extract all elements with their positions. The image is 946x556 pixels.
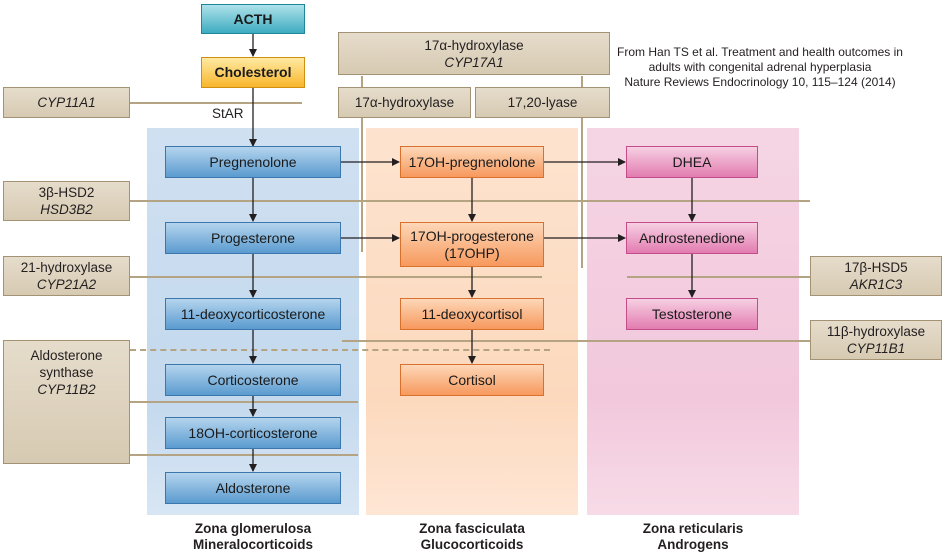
cyp17a1-gene: CYP17A1 <box>444 54 504 70</box>
cholesterol-label: Cholesterol <box>214 64 292 80</box>
cholesterol-node: Cholesterol <box>201 57 305 88</box>
zona-reticularis-caption: Zona reticularis Androgens <box>587 521 799 553</box>
aldosterone-node: Aldosterone <box>165 472 341 504</box>
cyp11b1-box: 11β-hydroxylase CYP11B1 <box>810 320 942 360</box>
cyp17a1-box: 17α-hydroxylase CYP17A1 <box>338 32 610 75</box>
cyp11b1-name: 11β-hydroxylase <box>826 324 926 339</box>
hydroxylase-17-label: 17α-hydroxylase <box>354 95 455 110</box>
aldo-synthase-line-1 <box>130 401 358 403</box>
cyp21a2-line-left <box>130 276 542 278</box>
oh-progesterone-abbrev: (17OHP) <box>444 244 500 261</box>
hsd17b5-gene: AKR1C3 <box>849 277 903 292</box>
deoxycortisol-label: 11-deoxycortisol <box>421 305 523 322</box>
oh-corticosterone-node: 18OH-corticosterone <box>165 417 341 449</box>
androgens-label: Androgens <box>657 537 729 552</box>
zona-glomerulosa-caption: Zona glomerulosa Mineralocorticoids <box>147 521 359 553</box>
lyase-box: 17,20-lyase <box>475 87 610 118</box>
cyp21a2-name: 21-hydroxylase <box>20 260 113 275</box>
progesterone-node: Progesterone <box>165 222 341 254</box>
corticosterone-node: Corticosterone <box>165 364 341 396</box>
dhea-node: DHEA <box>626 146 758 178</box>
hsd17b5-line <box>627 276 810 278</box>
cyp17a1-vertical-right <box>581 76 583 268</box>
acth-label: ACTH <box>233 10 273 27</box>
zona-fasciculata-name: Zona fasciculata <box>419 521 525 536</box>
pregnenolone-node: Pregnenolone <box>165 146 341 178</box>
credit-line-1: From Han TS et al. Treatment and health … <box>617 45 903 59</box>
cyp17a1-name: 17α-hydroxylase <box>424 37 524 53</box>
cyp11b1-dashed-line <box>130 349 550 351</box>
aldosterone-synthase-name-2: synthase <box>39 365 94 380</box>
hsd17b5-box: 17β-HSD5 AKR1C3 <box>810 256 942 296</box>
oh-pregnenolone-node: 17OH-pregnenolone <box>400 146 544 178</box>
zona-glomerulosa-name: Zona glomerulosa <box>194 521 312 536</box>
star-label: StAR <box>212 106 244 121</box>
hsd3b2-line <box>130 200 810 202</box>
deoxycorticosterone-node: 11-deoxycorticosterone <box>165 298 341 330</box>
progesterone-label: Progesterone <box>210 229 296 246</box>
hsd3b2-name: 3β-HSD2 <box>38 185 95 200</box>
cortisol-label: Cortisol <box>448 371 496 388</box>
source-credit: From Han TS et al. Treatment and health … <box>600 45 920 90</box>
oh-pregnenolone-label: 17OH-pregnenolone <box>408 153 536 170</box>
cyp11a1-gene: CYP11A1 <box>37 95 96 110</box>
cyp11b1-line <box>342 340 810 342</box>
credit-line-3: Nature Reviews Endocrinology 10, 115–124… <box>624 75 896 89</box>
aldosterone-synthase-box: Aldosterone synthase CYP11B2 <box>3 340 130 464</box>
lyase-label: 17,20-lyase <box>507 95 578 110</box>
hsd3b2-box: 3β-HSD2 HSD3B2 <box>3 181 130 221</box>
pregnenolone-label: Pregnenolone <box>209 153 297 170</box>
testosterone-node: Testosterone <box>626 298 758 330</box>
aldosterone-label: Aldosterone <box>215 479 291 496</box>
aldo-synthase-line-2 <box>130 454 358 456</box>
cyp11b1-gene: CYP11B1 <box>846 341 906 356</box>
hsd17b5-name: 17β-HSD5 <box>844 260 908 275</box>
oh-corticosterone-label: 18OH-corticosterone <box>188 424 318 441</box>
hydroxylase-17-box: 17α-hydroxylase <box>338 87 471 118</box>
hsd3b2-gene: HSD3B2 <box>40 202 93 217</box>
aldosterone-synthase-name-1: Aldosterone <box>30 348 103 363</box>
androstenedione-node: Androstenedione <box>626 222 758 254</box>
aldosterone-synthase-gene: CYP11B2 <box>37 382 96 397</box>
deoxycortisol-node: 11-deoxycortisol <box>400 298 544 330</box>
cyp21a2-box: 21-hydroxylase CYP21A2 <box>3 256 130 296</box>
cyp17a1-vertical-left <box>361 76 363 252</box>
cyp11a1-line <box>130 102 302 104</box>
androstenedione-label: Androstenedione <box>639 229 745 246</box>
mineralocorticoids-label: Mineralocorticoids <box>192 537 314 552</box>
corticosterone-label: Corticosterone <box>207 371 299 388</box>
acth-node: ACTH <box>201 4 305 34</box>
cyp11a1-box: CYP11A1 <box>3 87 130 118</box>
glucocorticoids-label: Glucocorticoids <box>420 537 524 552</box>
cyp21a2-gene: CYP21A2 <box>36 277 97 292</box>
oh-progesterone-label: 17OH-progesterone <box>410 227 534 244</box>
zona-fasciculata-caption: Zona fasciculata Glucocorticoids <box>366 521 578 553</box>
credit-line-2: adults with congenital adrenal hyperplas… <box>648 60 872 74</box>
oh-progesterone-node: 17OH-progesterone (17OHP) <box>400 222 544 267</box>
cortisol-node: Cortisol <box>400 364 544 396</box>
testosterone-label: Testosterone <box>651 305 733 322</box>
zona-reticularis-name: Zona reticularis <box>642 521 744 536</box>
dhea-label: DHEA <box>672 153 712 170</box>
deoxycorticosterone-label: 11-deoxycorticosterone <box>180 305 326 322</box>
